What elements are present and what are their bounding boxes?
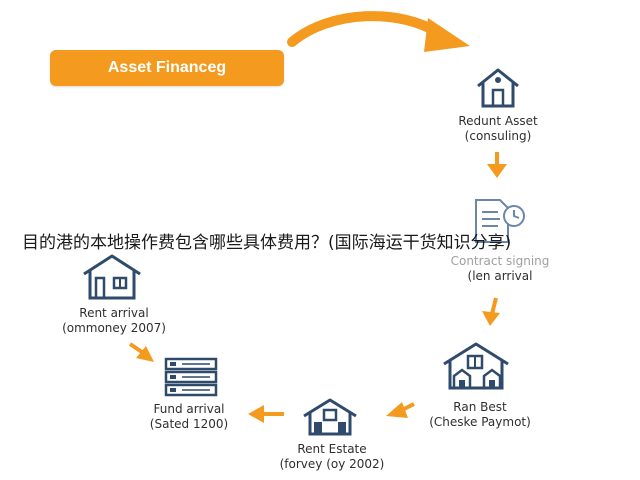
arrow-left-icon <box>386 402 415 418</box>
step-redunt-asset: Redunt Asset (consuling) <box>430 114 566 144</box>
step-contract-signing: Contract signing (len arrival <box>420 254 580 284</box>
arrow-down-icon <box>482 297 500 326</box>
step-title: Redunt Asset <box>458 114 538 128</box>
step-ran-best: Ran Best (Cheske Paymot) <box>410 400 550 430</box>
step-subtitle: (forvey (oy 2002) <box>279 457 385 471</box>
arrow-left-icon <box>248 405 284 423</box>
step-title: Ran Best <box>453 400 507 414</box>
step-rent-arrival: Rent arrival (ommoney 2007) <box>44 306 184 336</box>
step-title: Rent arrival <box>79 306 149 320</box>
title-text: Asset Financeg <box>107 59 227 76</box>
overlay-question-text: 目的港的本地操作费包含哪些具体费用？(国际海运干货知识分享) <box>22 233 512 253</box>
house-icon <box>83 254 141 300</box>
step-title: Rent Estate <box>297 442 367 456</box>
step-title: Fund arrival <box>153 402 225 416</box>
step-fund-arrival: Fund arrival (Sated 1200) <box>124 402 254 432</box>
step-subtitle: (len arrival <box>467 269 533 283</box>
step-subtitle: (Cheske Paymot) <box>429 415 531 429</box>
step-subtitle: (Sated 1200) <box>149 417 229 431</box>
step-rent-estate: Rent Estate (forvey (oy 2002) <box>262 442 402 472</box>
title-banner: Asset Financeg <box>50 50 284 86</box>
document-clock-icon <box>475 199 525 243</box>
step-subtitle: (ommoney 2007) <box>62 321 166 335</box>
houses-icon <box>443 342 509 390</box>
curved-arrow-top <box>287 11 470 52</box>
server-stack-icon <box>164 357 218 397</box>
house-icon <box>477 68 519 108</box>
house-icon <box>303 398 357 436</box>
step-subtitle: (consuling) <box>464 129 532 143</box>
arrow-down-right-icon <box>128 342 154 362</box>
arrow-down-icon <box>487 152 507 178</box>
step-title: Contract signing <box>450 254 550 268</box>
